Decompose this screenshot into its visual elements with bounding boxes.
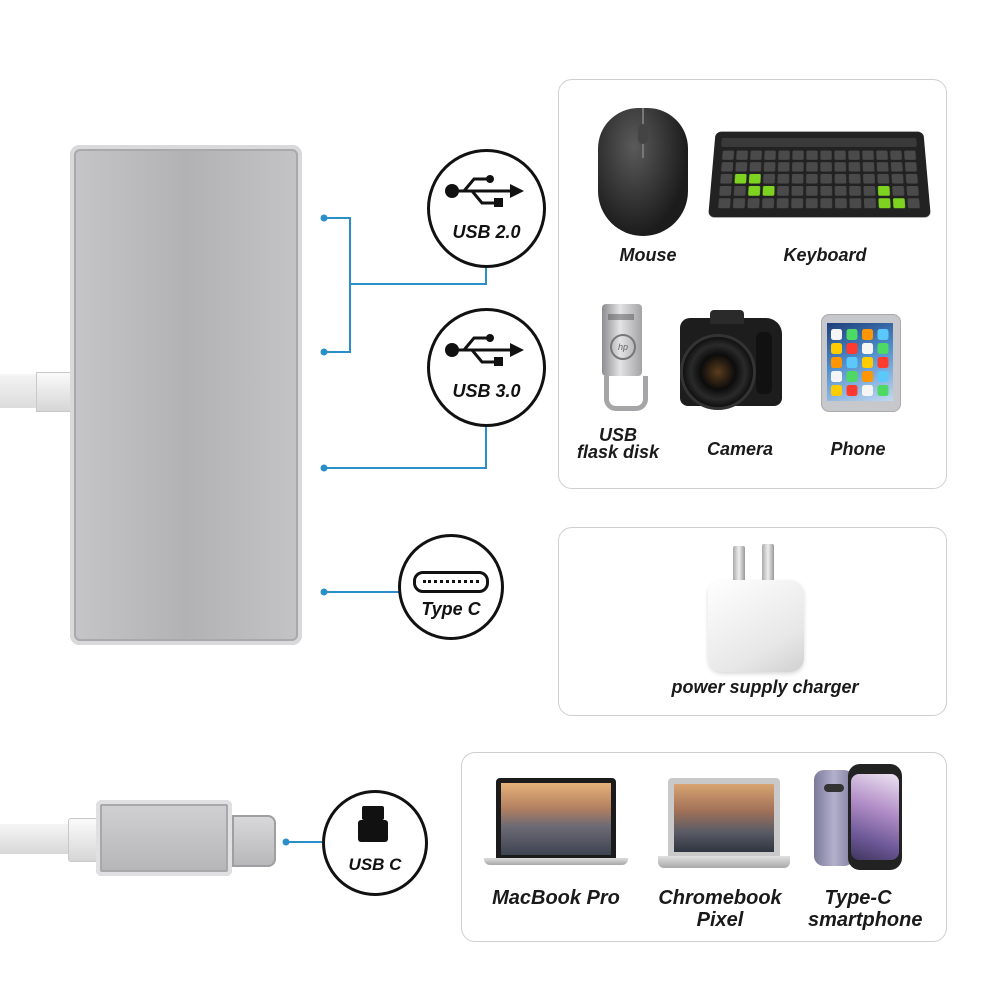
chromebook-label-line1: Chromebook: [658, 887, 782, 909]
usbc-cable-wire: [0, 824, 72, 854]
flash-disk-image: hp: [602, 304, 642, 376]
chromebook-image: [668, 778, 780, 856]
flash-label-line1: USB: [598, 425, 637, 445]
smartphone-label-line2: smartphone: [808, 909, 923, 931]
macbook-label: MacBook Pro: [492, 887, 620, 909]
usb-trident-icon: [445, 334, 524, 366]
charger-prong-left: [733, 546, 745, 586]
usb2-label: USB 2.0: [452, 222, 521, 242]
phone-image: [821, 314, 901, 412]
mouse-label: Mouse: [619, 245, 677, 265]
chromebook-label-line2: Pixel: [696, 909, 744, 931]
usbc-plug-icon: [362, 806, 384, 820]
usb-cable-left: [0, 374, 40, 408]
usb-trident-icon: [445, 175, 524, 207]
typec-port-icon: [413, 571, 489, 593]
typec-port-badge: Type C: [398, 534, 504, 640]
smartphone-back-image: [814, 770, 854, 866]
usb-cable-plug: [36, 372, 72, 412]
typec-label: Type C: [421, 599, 481, 619]
usbc-plug-tip: [232, 815, 276, 867]
usb2-port-badge: USB 2.0: [427, 149, 546, 268]
usbc-label: USB C: [348, 855, 402, 874]
keyboard-image: [708, 131, 931, 218]
hub-body: [70, 145, 302, 645]
usbc-port-badge: USB C: [322, 790, 428, 896]
camera-label: Camera: [706, 439, 774, 459]
usb3-label: USB 3.0: [452, 381, 521, 401]
phone-label: Phone: [830, 439, 886, 459]
keyboard-label: Keyboard: [783, 245, 867, 265]
flash-keyring: [604, 376, 648, 411]
camera-image: [680, 310, 782, 410]
charger-prong-right: [762, 544, 774, 584]
macbook-image: [496, 778, 616, 858]
smartphone-label-line1: Type-C: [824, 887, 892, 909]
smartphone-front-image: [848, 764, 902, 870]
charger-label: power supply charger: [671, 677, 859, 697]
usb3-port-badge: USB 3.0: [427, 308, 546, 427]
charger-image: [708, 580, 804, 672]
flash-label-line2: flask disk: [576, 442, 660, 462]
usbc-cable-housing: [96, 800, 232, 876]
flash-hp-logo: hp: [610, 334, 636, 360]
mouse-image: [598, 108, 688, 236]
